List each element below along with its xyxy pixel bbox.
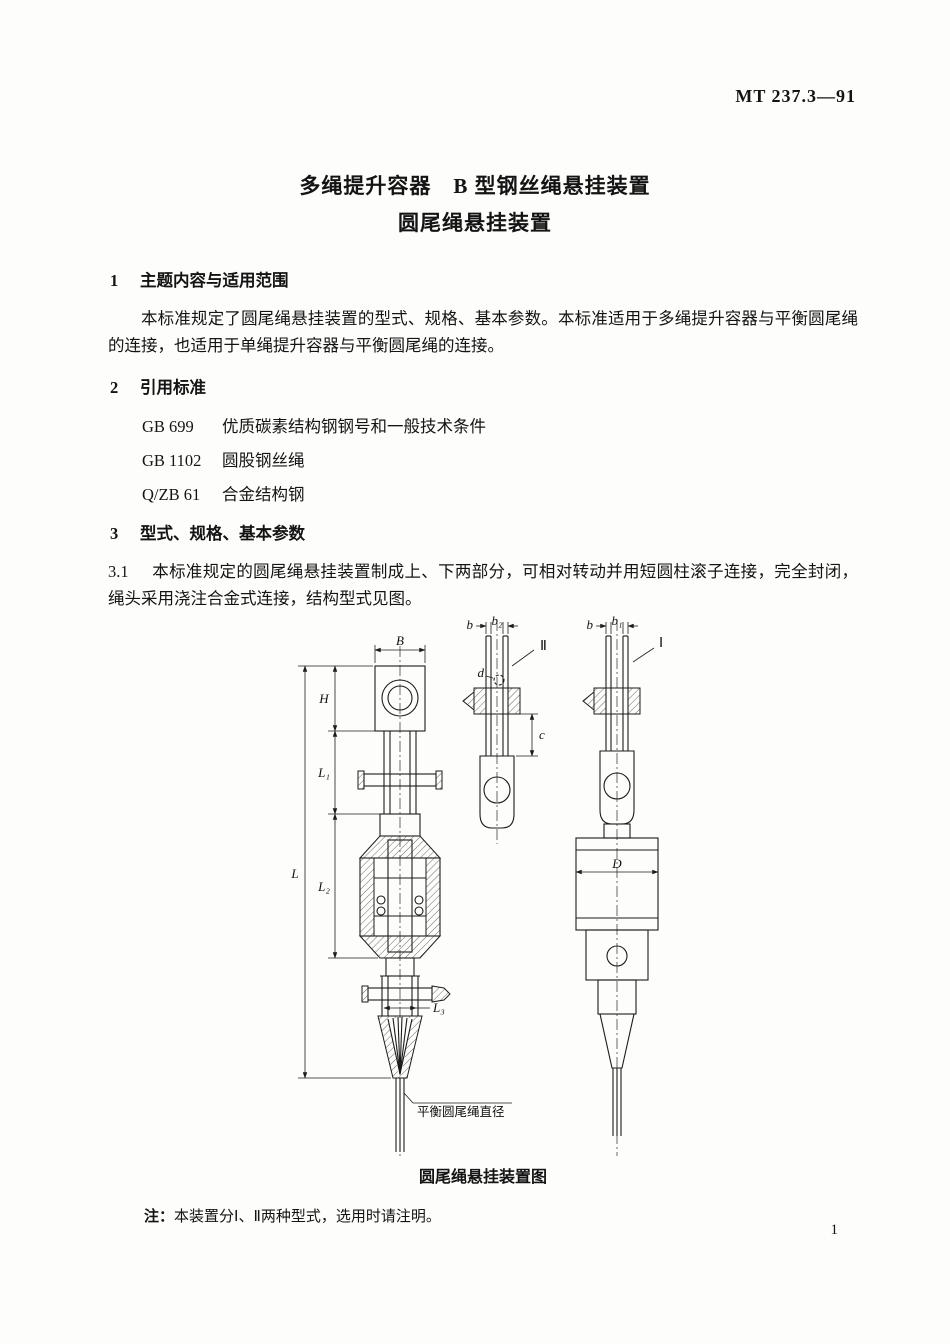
reference-title: 圆股钢丝绳 xyxy=(222,450,305,470)
front-view xyxy=(357,645,451,1156)
dim-label-b: b xyxy=(467,617,474,632)
section-1-title: 主题内容与适用范围 xyxy=(140,271,289,290)
title-line-2: 圆尾绳悬挂装置 xyxy=(398,211,552,235)
dim-label-L3: L₃ xyxy=(432,1000,445,1015)
reference-item: GB 1102 圆股钢丝绳 xyxy=(142,448,858,474)
lower-lug xyxy=(479,755,515,829)
dim-label-b2: b₂ xyxy=(491,616,503,628)
type2-label: Ⅱ xyxy=(540,639,547,654)
reference-item: Q/ZB 61 合金结构钢 xyxy=(142,482,858,508)
lug-hole xyxy=(483,776,511,804)
section-3-title: 型式、规格、基本参数 xyxy=(140,523,305,543)
suspension-device-drawing: B H L₁ L₂ xyxy=(290,616,663,1156)
dimension-L1: L₁ xyxy=(317,730,380,815)
dim-label-b: b xyxy=(587,617,594,632)
dim-label-L2: L₂ xyxy=(317,879,330,894)
dim-label-H: H xyxy=(318,691,329,706)
section-1-heading: 1 主题内容与适用范围 xyxy=(110,268,858,294)
type1-label: Ⅰ xyxy=(659,636,663,651)
page-number: 1 xyxy=(830,1222,839,1238)
pin-end xyxy=(606,945,628,967)
dim-label-B: B xyxy=(396,633,404,648)
dim-label-b1: b₁ xyxy=(611,616,622,628)
dim-label-d: d xyxy=(478,665,485,680)
dimension-H: H xyxy=(298,665,382,732)
dimension-L2: L₂ xyxy=(317,813,378,959)
dimension-L3: L₃ xyxy=(383,1000,445,1015)
clevis-body xyxy=(374,665,426,732)
roller xyxy=(376,906,386,916)
note-text: 本装置分Ⅰ、Ⅱ两种型式，选用时请注明。 xyxy=(174,1208,441,1225)
roller xyxy=(414,906,424,916)
section-2-heading: 2 引用标准 xyxy=(110,375,858,401)
pin-hole-d xyxy=(493,674,505,686)
reference-code: GB 699 xyxy=(142,416,194,436)
section-1-number: 1 xyxy=(110,271,119,290)
pin-cone xyxy=(462,690,475,711)
type2-upper-view: b b₂ d c Ⅱ xyxy=(462,616,547,844)
document-body: 1 主题内容与适用范围 本标准规定了圆尾绳悬挂装置的型式、规格、基本参数。本标准适… xyxy=(108,268,858,1229)
dimension-L: L xyxy=(290,665,391,1079)
reference-list: GB 699 优质碳素结构钢钢号和一般技术条件 GB 1102 圆股钢丝绳 Q/ZB… xyxy=(142,414,858,509)
lug-hole xyxy=(603,772,631,800)
reference-code: Q/ZB 61 xyxy=(142,485,201,505)
reference-title: 合金结构钢 xyxy=(222,485,305,505)
rope-socket-side xyxy=(599,1013,635,1069)
figure-caption: 圆尾绳悬挂装置图 xyxy=(418,1168,547,1186)
clause-3-1-body: 本标准规定的圆尾绳悬挂装置制成上、下两部分，可相对转动并用短圆柱滚子连接，完全封… xyxy=(108,562,858,608)
clevis-boss xyxy=(381,679,419,717)
type1-side-view: b b₁ Ⅰ D xyxy=(575,616,663,1156)
figure-note: 注：本装置分Ⅰ、Ⅱ两种型式，选用时请注明。 xyxy=(144,1205,858,1229)
dim-label-D: D xyxy=(611,856,622,871)
rope-diameter-label: 平衡圆尾绳直径 xyxy=(417,1105,505,1119)
dim-label-L: L xyxy=(290,866,298,881)
section-2-title: 引用标准 xyxy=(140,378,206,398)
pin-knob xyxy=(431,985,451,1003)
clevis-hole xyxy=(387,685,413,711)
roller xyxy=(376,895,386,905)
section-3-heading: 3 型式、规格、基本参数 xyxy=(110,521,858,547)
note-label: 注： xyxy=(144,1208,175,1225)
reference-title: 优质碳素结构钢钢号和一般技术条件 xyxy=(222,416,486,436)
dimension-B: B xyxy=(374,633,426,663)
pin-cone xyxy=(582,690,595,711)
title-line-1: 多绳提升容器 B 型钢丝绳悬挂装置 xyxy=(299,174,651,198)
reference-code: GB 1102 xyxy=(142,450,202,470)
roller xyxy=(414,895,424,905)
section-3-number: 3 xyxy=(110,523,119,543)
document-title: 多绳提升容器 B 型钢丝绳悬挂装置 圆尾绳悬挂装置 xyxy=(0,168,950,242)
reference-item: GB 699 优质碳素结构钢钢号和一般技术条件 xyxy=(142,414,858,440)
figure-block: B H L₁ L₂ xyxy=(108,616,858,1229)
section-2-number: 2 xyxy=(110,378,119,398)
dim-label-c: c xyxy=(539,727,545,742)
standard-code: MT 237.3—91 xyxy=(735,86,856,106)
dim-label-L1: L₁ xyxy=(317,765,330,780)
clause-3-1-number: 3.1 xyxy=(108,562,129,582)
section-1-body: 本标准规定了圆尾绳悬挂装置的型式、规格、基本参数。本标准适用于多绳提升容器与平衡… xyxy=(108,309,858,355)
rope-diameter-callout: 平衡圆尾绳直径 xyxy=(403,1092,512,1119)
